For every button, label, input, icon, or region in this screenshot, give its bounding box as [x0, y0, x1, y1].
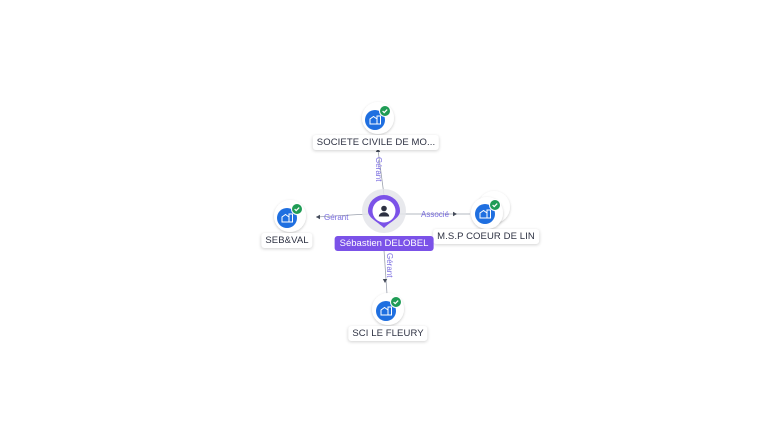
company-node-bottom[interactable] [372, 293, 404, 325]
building-icon [479, 209, 491, 219]
company-node-left[interactable] [274, 200, 306, 232]
arrow-left-icon [316, 214, 320, 220]
arrow-top-icon [375, 148, 381, 152]
center-node[interactable] [362, 189, 406, 233]
company-label-bottom[interactable]: SCI LE FLEURY [348, 326, 428, 341]
building-icon [369, 115, 381, 125]
edges: Gérant Gérant Associé Gérant [315, 148, 470, 295]
edge-top [377, 149, 385, 196]
building-icon [380, 306, 392, 316]
person-icon [378, 205, 390, 217]
arrow-bottom-icon [382, 279, 388, 283]
edge-bottom [383, 249, 388, 295]
company-label-left[interactable]: SEB&VAL [261, 233, 313, 248]
center-person-label[interactable]: Sébastien DELOBEL [334, 236, 434, 251]
edge-label-left: Gérant [324, 213, 349, 222]
company-node-right[interactable] [471, 191, 510, 229]
building-icon [281, 213, 293, 223]
edge-label-right: Associé [421, 210, 450, 219]
company-node-top[interactable] [362, 102, 394, 134]
company-label-top[interactable]: SOCIETE CIVILE DE MO... [312, 135, 440, 150]
edge-label-bottom: Gérant [385, 253, 394, 278]
edge-left [315, 213, 369, 218]
edge-label-top: Gérant [374, 157, 383, 182]
company-label-right[interactable]: M.S.P COEUR DE LIN [433, 229, 539, 244]
arrow-right-icon [453, 211, 457, 217]
